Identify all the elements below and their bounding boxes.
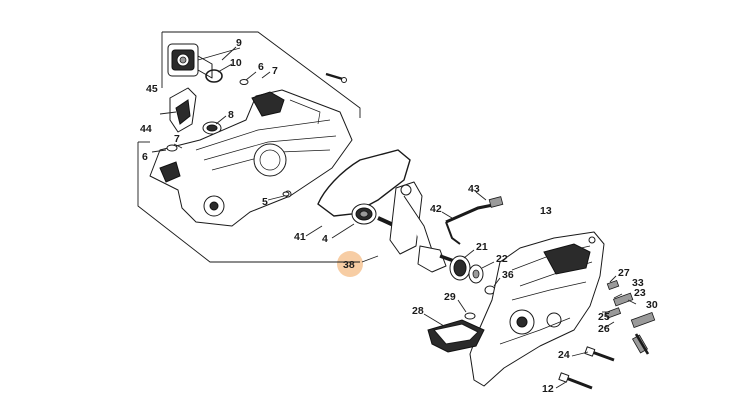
gasket-part bbox=[317, 149, 411, 217]
callout-28: 28 bbox=[412, 305, 424, 317]
callout-10: 10 bbox=[230, 57, 242, 69]
callout-33: 33 bbox=[632, 277, 644, 289]
crankshaft-part bbox=[377, 181, 469, 273]
callout-4: 4 bbox=[322, 233, 328, 245]
callout-8: 8 bbox=[228, 109, 234, 121]
highlight-marker bbox=[337, 251, 363, 277]
flange-assembly bbox=[167, 43, 241, 83]
bearing-part-21 bbox=[449, 255, 471, 281]
bracket-rod-part bbox=[445, 196, 504, 245]
callout-6-top: 6 bbox=[258, 61, 264, 73]
callout-43: 43 bbox=[468, 183, 480, 195]
screw-top bbox=[325, 72, 347, 83]
washer-part-6b bbox=[166, 144, 178, 152]
washer-part-29 bbox=[464, 312, 476, 320]
screw-part-24 bbox=[584, 346, 615, 362]
callout-21: 21 bbox=[476, 241, 488, 253]
callout-36: 36 bbox=[502, 269, 514, 281]
callout-13: 13 bbox=[540, 205, 552, 217]
callout-7-left: 7 bbox=[174, 133, 180, 145]
left-crankcase-half bbox=[149, 89, 353, 227]
callout-38: 38 bbox=[343, 259, 355, 271]
callout-27: 27 bbox=[618, 267, 630, 279]
callout-22: 22 bbox=[496, 253, 508, 265]
callout-42: 42 bbox=[430, 203, 442, 215]
handle-piece-part bbox=[427, 319, 485, 353]
washer-part-6a bbox=[239, 79, 249, 85]
stud-parts-right bbox=[604, 279, 656, 355]
callout-5: 5 bbox=[262, 196, 268, 208]
callout-12: 12 bbox=[542, 383, 554, 395]
callout-7-top: 7 bbox=[272, 65, 278, 77]
callout-23: 23 bbox=[634, 287, 646, 299]
right-crankcase-half bbox=[469, 231, 605, 387]
leader-lines bbox=[151, 46, 637, 389]
screw-part-12 bbox=[558, 372, 593, 390]
callout-9: 9 bbox=[236, 37, 242, 49]
seal-part-22 bbox=[468, 264, 484, 284]
callout-29: 29 bbox=[444, 291, 456, 303]
bracket-part bbox=[169, 87, 197, 133]
callout-26: 26 bbox=[598, 323, 610, 335]
callout-30: 30 bbox=[646, 299, 658, 311]
screw-part-5 bbox=[282, 191, 290, 197]
left-housing-frame bbox=[137, 31, 361, 263]
callout-41: 41 bbox=[294, 231, 306, 243]
callout-6-left: 6 bbox=[142, 151, 148, 163]
oil-seal-part bbox=[202, 121, 222, 135]
callout-25: 25 bbox=[598, 311, 610, 323]
callout-44: 44 bbox=[140, 123, 152, 135]
callout-24: 24 bbox=[558, 349, 570, 361]
callout-45: 45 bbox=[146, 83, 158, 95]
callout-labels: 9 10 6 7 45 44 8 6 7 5 41 4 38 43 42 13 … bbox=[140, 37, 658, 395]
bearing-part bbox=[351, 203, 377, 225]
